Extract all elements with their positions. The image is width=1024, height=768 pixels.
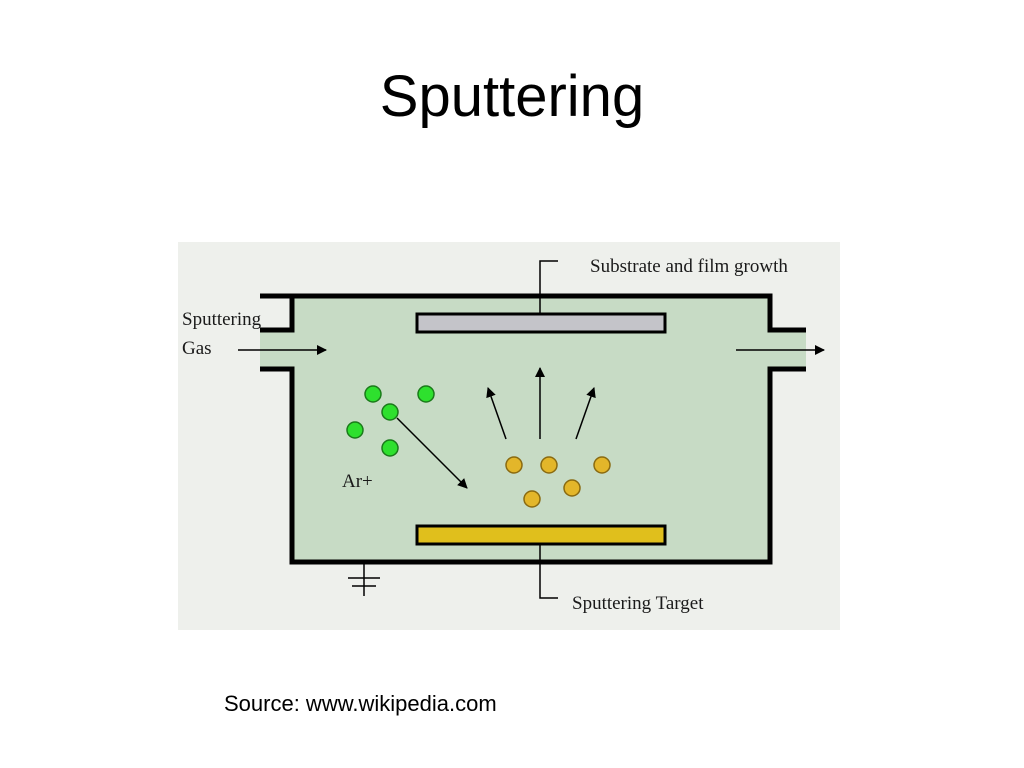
argon-ion [381,439,399,457]
slide-title: Sputtering [379,64,645,129]
sputtered-atom [563,479,581,497]
sputtering-target [415,524,667,546]
target-leader-line [539,544,558,599]
sputtered-atom [540,456,558,474]
substrate-label: Substrate and film growth [590,256,788,277]
substrate-plate [415,312,667,334]
sputtering-diagram: Substrate and film growth Sputtering Tar… [178,242,840,630]
chamber-outline [260,293,806,565]
argon-ion [364,385,382,403]
argon-ion [417,385,435,403]
sputtered-atom [505,456,523,474]
ejection-arrow-right [575,387,596,440]
ejection-arrow-left [486,387,507,440]
sputtered-atom [593,456,611,474]
target-label: Sputtering Target [572,593,704,614]
substrate-leader-line [539,260,558,314]
sputtered-atom [523,490,541,508]
argon-ion [346,421,364,439]
source-citation: Source: www.wikipedia.com [224,691,497,716]
gas-label-line1: Sputtering [182,309,262,330]
gas-label-line2: Gas [182,338,212,359]
vacuum-chamber [260,296,806,562]
argon-ion-label: Ar+ [342,471,373,492]
ion-trajectory-arrow [396,417,468,489]
argon-ion [381,403,399,421]
